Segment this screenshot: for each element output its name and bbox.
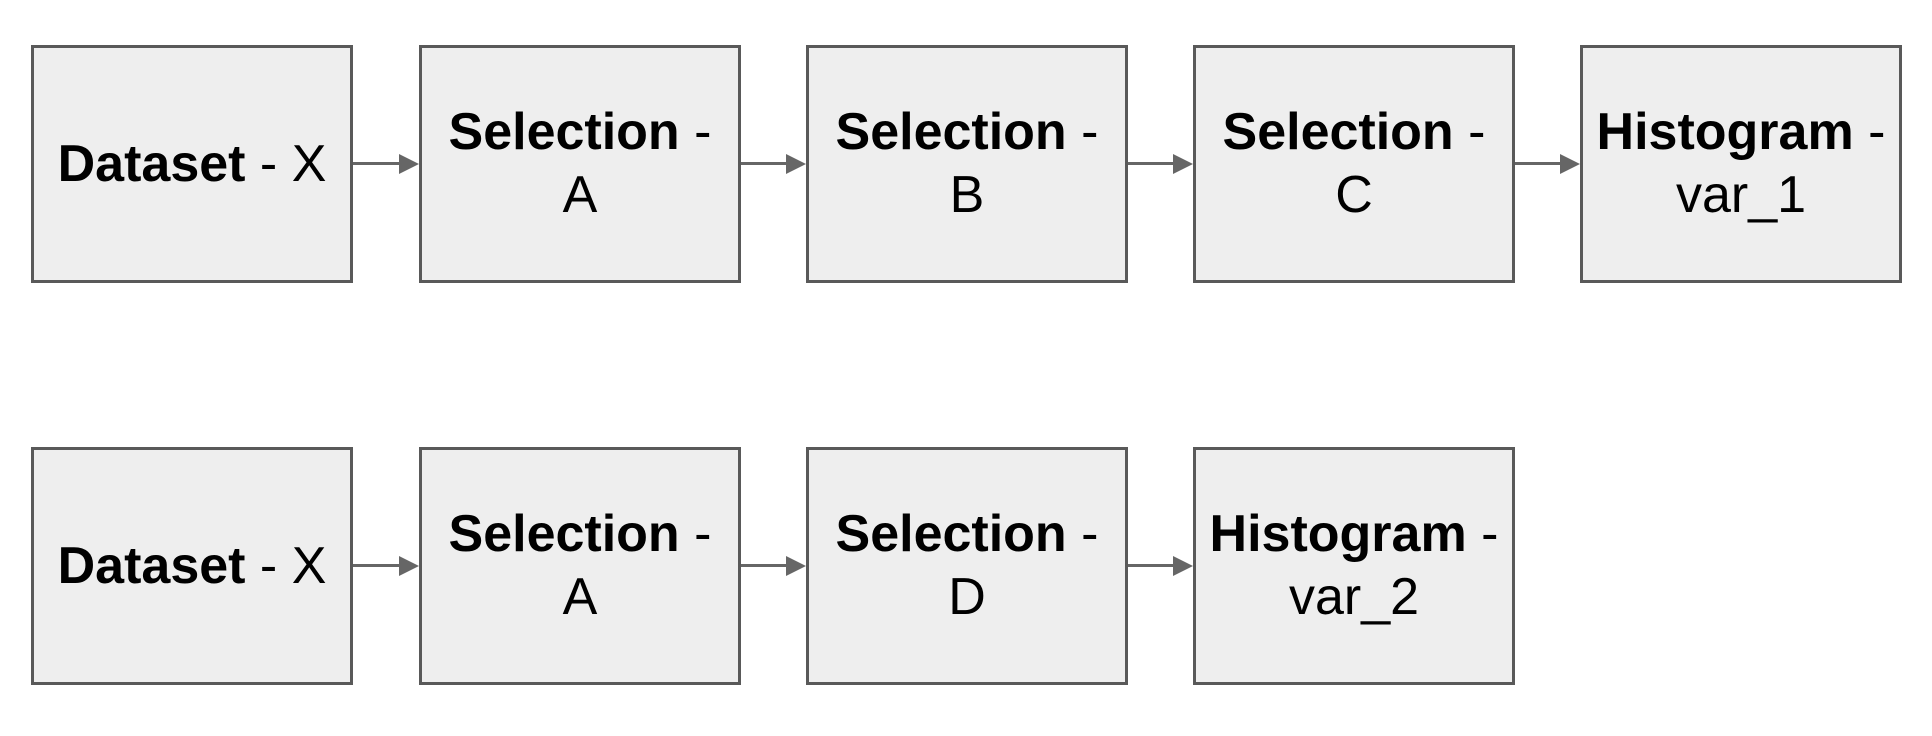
arrowhead-icon bbox=[1173, 154, 1193, 174]
node-value-label: C bbox=[1335, 166, 1373, 224]
flow-node-selection-B[interactable]: Selection - B bbox=[806, 45, 1128, 283]
arrow-shaft bbox=[741, 162, 790, 165]
arrowhead-icon bbox=[399, 556, 419, 576]
node-type-label: Selection bbox=[448, 103, 680, 161]
node-title-line: Selection - bbox=[836, 503, 1099, 566]
node-title-line: Dataset - X bbox=[58, 133, 327, 196]
arrowhead-icon bbox=[399, 154, 419, 174]
connector-arrow bbox=[1128, 154, 1193, 174]
connector-arrow bbox=[353, 154, 419, 174]
node-separator-label: - bbox=[1066, 505, 1099, 563]
node-title-line: Dataset - X bbox=[58, 535, 327, 598]
arrowhead-icon bbox=[786, 154, 806, 174]
node-separator-label: - bbox=[679, 505, 712, 563]
connector-arrow bbox=[741, 154, 806, 174]
arrow-shaft bbox=[353, 564, 403, 567]
node-title-line: Selection - bbox=[449, 503, 712, 566]
node-separator-label: - bbox=[1853, 103, 1886, 161]
node-title-line: Selection - bbox=[449, 101, 712, 164]
node-title-line: Histogram - bbox=[1210, 503, 1499, 566]
arrowhead-icon bbox=[786, 556, 806, 576]
flow-node-dataset[interactable]: Dataset - X bbox=[31, 45, 353, 283]
node-type-label: Selection bbox=[835, 103, 1067, 161]
node-value-label: var_1 bbox=[1675, 166, 1807, 224]
flow-node-selection-D[interactable]: Selection - D bbox=[806, 447, 1128, 685]
flow-node-histogram-var_2[interactable]: Histogram - var_2 bbox=[1193, 447, 1515, 685]
node-separator-label: - bbox=[1066, 103, 1099, 161]
flow-node-selection-C[interactable]: Selection - C bbox=[1193, 45, 1515, 283]
node-separator-label: - bbox=[1453, 103, 1486, 161]
node-title-line: Selection - bbox=[1223, 101, 1486, 164]
node-separator-label: - X bbox=[245, 536, 327, 595]
arrow-shaft bbox=[1515, 162, 1564, 165]
connector-arrow bbox=[1128, 556, 1193, 576]
node-type-label: Selection bbox=[1222, 103, 1454, 161]
flow-node-selection-A[interactable]: Selection - A bbox=[419, 45, 741, 283]
connector-arrow bbox=[1515, 154, 1580, 174]
node-type-label: Histogram bbox=[1596, 103, 1854, 161]
node-separator-label: - X bbox=[245, 134, 327, 193]
arrow-shaft bbox=[1128, 162, 1177, 165]
node-type-label: Selection bbox=[835, 505, 1067, 563]
arrow-shaft bbox=[1128, 564, 1177, 567]
flow-node-dataset[interactable]: Dataset - X bbox=[31, 447, 353, 685]
node-type-label: Selection bbox=[448, 505, 680, 563]
arrow-shaft bbox=[741, 564, 790, 567]
flow-node-histogram-var_1[interactable]: Histogram - var_1 bbox=[1580, 45, 1902, 283]
flow-node-selection-A[interactable]: Selection - A bbox=[419, 447, 741, 685]
connector-arrow bbox=[353, 556, 419, 576]
node-type-label: Dataset bbox=[57, 536, 246, 595]
node-value-label: A bbox=[562, 166, 598, 224]
node-separator-label: - bbox=[679, 103, 712, 161]
connector-arrow bbox=[741, 556, 806, 576]
arrowhead-icon bbox=[1173, 556, 1193, 576]
node-value-label: D bbox=[948, 568, 986, 626]
node-type-label: Histogram bbox=[1209, 505, 1467, 563]
node-value-label: B bbox=[949, 166, 985, 224]
arrowhead-icon bbox=[1560, 154, 1580, 174]
node-title-line: Selection - bbox=[836, 101, 1099, 164]
node-separator-label: - bbox=[1466, 505, 1499, 563]
node-value-label: var_2 bbox=[1288, 568, 1420, 626]
arrow-shaft bbox=[353, 162, 403, 165]
node-type-label: Dataset bbox=[57, 134, 246, 193]
node-value-label: A bbox=[562, 568, 598, 626]
node-title-line: Histogram - bbox=[1597, 101, 1886, 164]
